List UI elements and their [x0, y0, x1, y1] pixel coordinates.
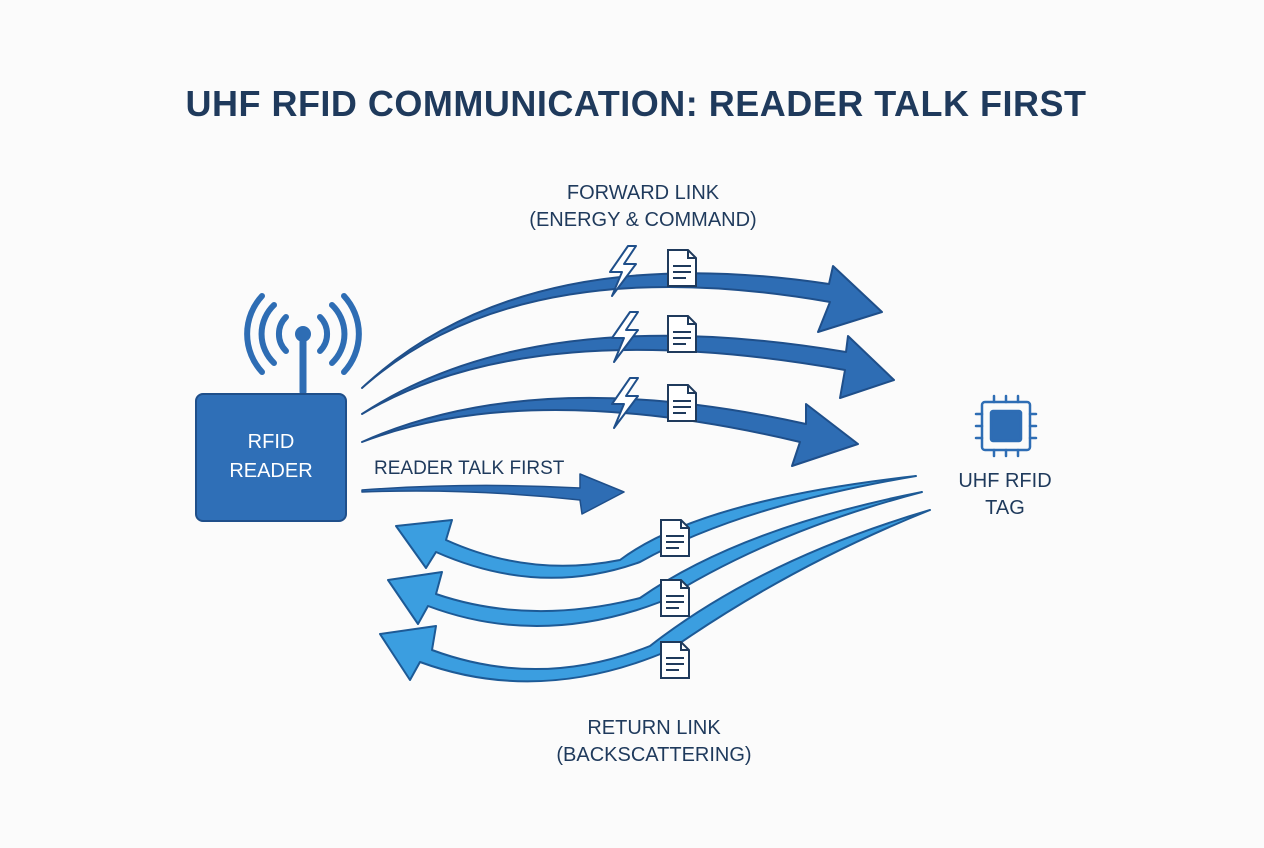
- document-icon: [660, 519, 690, 557]
- lightning-bolt-icon: [609, 245, 637, 297]
- forward-arrow-1: [361, 265, 883, 389]
- document-icon: [660, 579, 690, 617]
- reader-label-line2: READER: [229, 460, 312, 482]
- forward-link-label: FORWARD LINK: [567, 182, 720, 204]
- return-link-label: RETURN LINK: [587, 717, 721, 739]
- document-icon: [667, 384, 697, 422]
- microchip-icon: [974, 394, 1038, 458]
- tag-label-line1: UHF RFID: [958, 470, 1051, 492]
- document-icon: [660, 641, 690, 679]
- antenna-signal-icon: [244, 293, 362, 396]
- return-link-sublabel: (BACKSCATTERING): [556, 744, 751, 766]
- reader-talk-first-label: READER TALK FIRST: [374, 458, 565, 479]
- return-arrow-2: [387, 491, 923, 627]
- forward-link-sublabel: (ENERGY & COMMAND): [529, 209, 756, 231]
- return-arrow-3: [379, 509, 931, 683]
- lightning-bolt-icon: [611, 311, 639, 363]
- rfid-reader-box: [195, 393, 347, 522]
- lightning-bolt-icon: [611, 377, 639, 429]
- document-icon: [667, 315, 697, 353]
- tag-label-line2: TAG: [985, 497, 1025, 519]
- return-arrow-1: [395, 475, 917, 579]
- return-arrows: [379, 475, 931, 683]
- forward-arrow-3: [361, 396, 859, 467]
- forward-arrows: [361, 265, 895, 515]
- page-title: UHF RFID COMMUNICATION: READER TALK FIRS…: [185, 83, 1086, 124]
- reader-talk-first-arrow: [361, 473, 625, 515]
- forward-arrow-2: [361, 334, 895, 415]
- document-icon: [667, 249, 697, 287]
- reader-label-line1: RFID: [248, 431, 295, 453]
